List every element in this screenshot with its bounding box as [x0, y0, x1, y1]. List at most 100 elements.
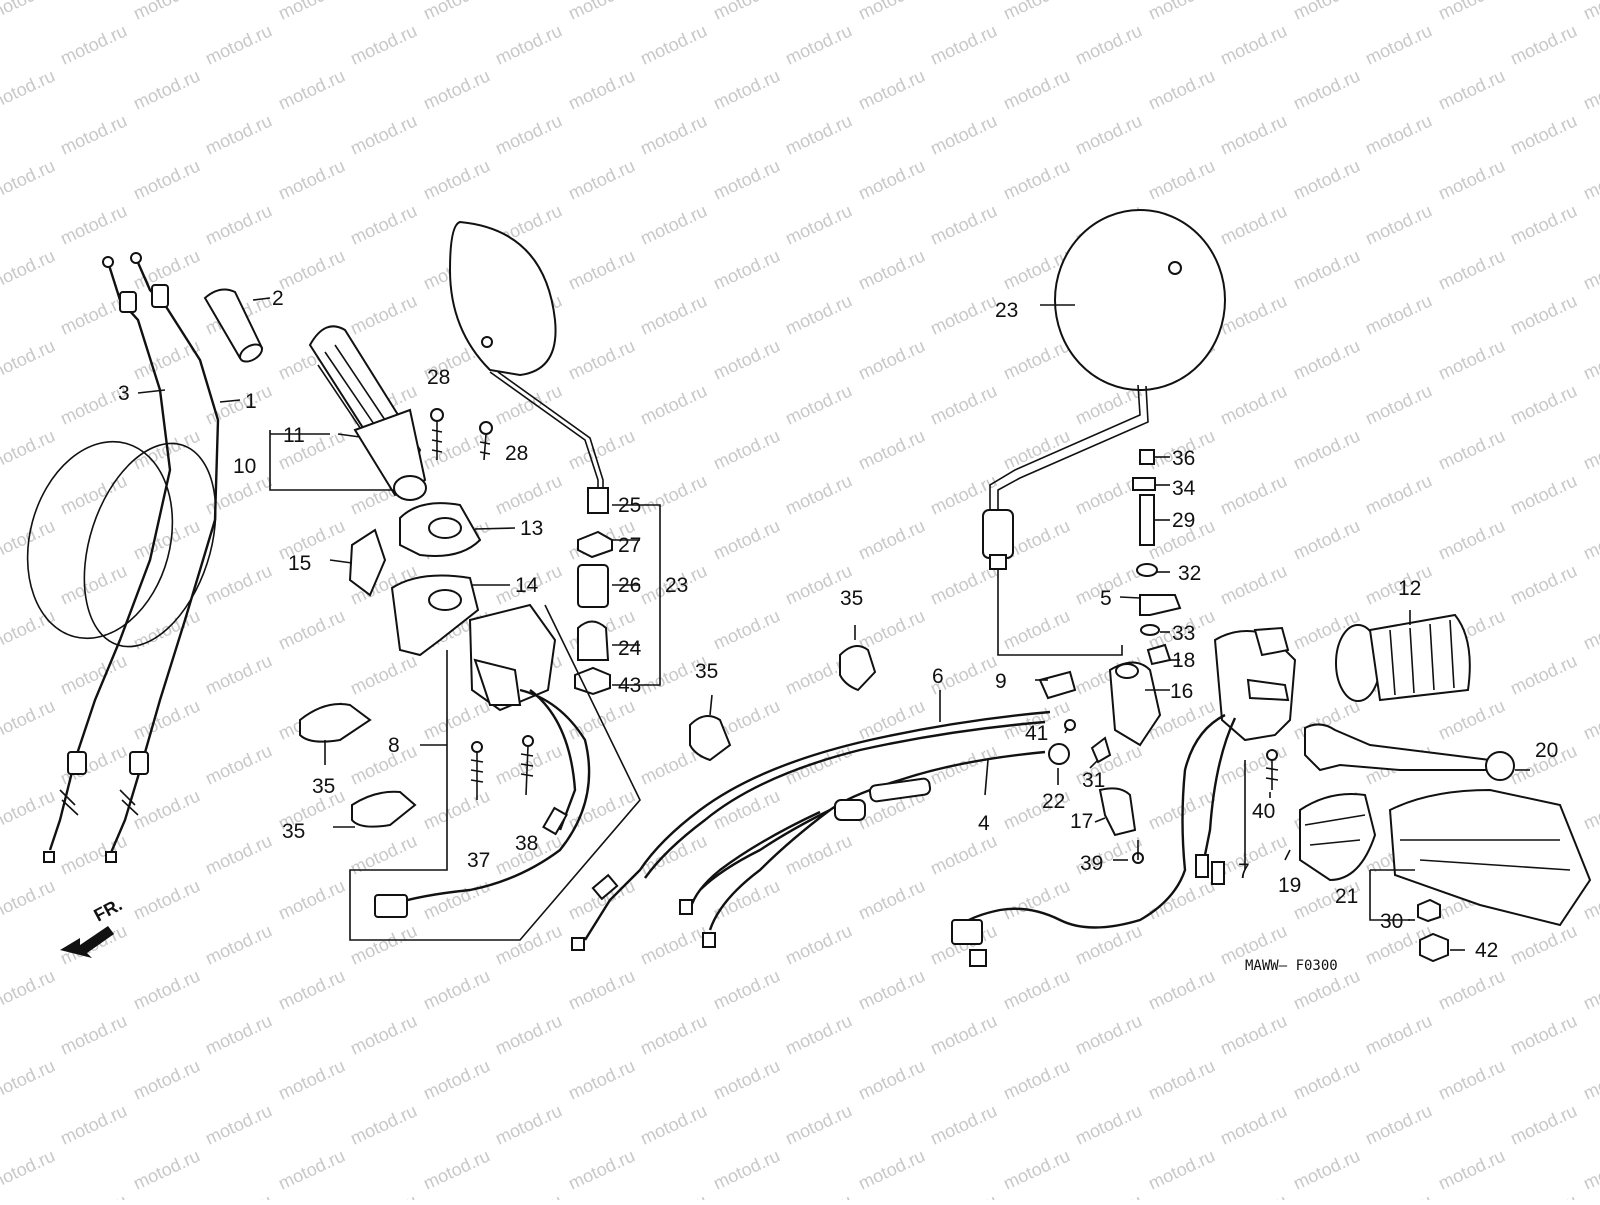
watermark-text: motod.ru — [927, 1010, 1000, 1058]
watermark-text: motod.ru — [1000, 1145, 1073, 1193]
callout-42: 42 — [1475, 939, 1498, 962]
watermark-text: motod.ru — [927, 110, 1000, 158]
watermark-text: motod.ru — [202, 1190, 275, 1200]
watermark-text: motod.ru — [202, 740, 275, 788]
cable-clamps — [299, 645, 877, 828]
screws-28 — [430, 408, 493, 461]
watermark-text: motod.ru — [420, 65, 493, 113]
right-handlebar-switch — [951, 626, 1297, 967]
watermark-text: motod.ru — [1217, 1190, 1290, 1200]
watermark-text: motod.ru — [0, 965, 58, 1013]
callout-38: 38 — [515, 832, 538, 855]
watermark-text: motod.ru — [1362, 110, 1435, 158]
watermark-text: motod.ru — [1435, 515, 1508, 563]
watermark-text: motod.ru — [1217, 380, 1290, 428]
watermark-text: motod.ru — [1507, 1010, 1580, 1058]
callout-6: 6 — [932, 665, 944, 688]
watermark-text: motod.ru — [710, 875, 783, 923]
watermark-text: motod.ru — [202, 200, 275, 248]
watermark-text: motod.ru — [1145, 155, 1218, 203]
callout-21: 21 — [1335, 885, 1358, 908]
throttle-cables — [26, 252, 220, 863]
watermark-text: motod.ru — [0, 425, 58, 473]
watermark-text: motod.ru — [1145, 965, 1218, 1013]
watermark-text: motod.ru — [1362, 20, 1435, 68]
watermark-text: motod.ru — [0, 875, 58, 923]
watermark-text: motod.ru — [1580, 155, 1600, 203]
watermark-text: motod.ru — [1507, 560, 1580, 608]
watermark-text: motod.ru — [1072, 1010, 1145, 1058]
watermark-text: motod.ru — [492, 1190, 565, 1200]
switch-screws — [470, 735, 534, 800]
watermark-text: motod.ru — [1580, 965, 1600, 1013]
watermark-text: motod.ru — [130, 875, 203, 923]
callout-18: 18 — [1172, 649, 1195, 672]
left-handlebar-switch — [374, 603, 591, 918]
watermark-text: motod.ru — [492, 380, 565, 428]
right-grip — [1335, 613, 1471, 702]
watermark-text: motod.ru — [637, 920, 710, 968]
watermark-text: motod.ru — [130, 1145, 203, 1193]
watermark-text: motod.ru — [782, 380, 855, 428]
callout-35d: 35 — [282, 820, 305, 843]
watermark-text: motod.ru — [1580, 65, 1600, 113]
callout-28a: 28 — [427, 366, 450, 389]
watermark-text: motod.ru — [1362, 470, 1435, 518]
watermark-text: motod.ru — [347, 650, 420, 698]
watermark-text: motod.ru — [420, 695, 493, 743]
watermark-text: motod.ru — [1435, 245, 1508, 293]
watermark-text: motod.ru — [1507, 650, 1580, 698]
cable-boot — [203, 288, 264, 363]
watermark-text: motod.ru — [1580, 245, 1600, 293]
watermark-text: motod.ru — [855, 0, 928, 24]
watermark-text: motod.ru — [782, 290, 855, 338]
watermark-text: motod.ru — [710, 1145, 783, 1193]
lever-bracket — [1038, 449, 1182, 864]
watermark-text: motod.ru — [1435, 1145, 1508, 1193]
watermark-text: motod.ru — [782, 1100, 855, 1148]
watermark-text: motod.ru — [202, 920, 275, 968]
watermark-text: motod.ru — [1580, 1145, 1600, 1193]
callout-35b: 35 — [695, 660, 718, 683]
watermark-text: motod.ru — [782, 1190, 855, 1200]
callout-23b: 23 — [995, 299, 1018, 322]
watermark-text: motod.ru — [1000, 875, 1073, 923]
callout-7: 7 — [1238, 860, 1250, 883]
watermark-text: motod.ru — [1507, 20, 1580, 68]
watermark-text: motod.ru — [420, 965, 493, 1013]
watermark-text: motod.ru — [130, 695, 203, 743]
watermark-text: motod.ru — [347, 1010, 420, 1058]
watermark-text: motod.ru — [1507, 110, 1580, 158]
watermark-text: motod.ru — [1290, 65, 1363, 113]
watermark-text: motod.ru — [1217, 1010, 1290, 1058]
watermark-text: motod.ru — [1362, 1190, 1435, 1200]
watermark-text: motod.ru — [0, 785, 58, 833]
watermark-text: motod.ru — [565, 1145, 638, 1193]
watermark-text: motod.ru — [1507, 290, 1580, 338]
watermark-text: motod.ru — [637, 1010, 710, 1058]
watermark-text: motod.ru — [855, 1145, 928, 1193]
watermark-text: motod.ru — [565, 1055, 638, 1103]
watermark-text: motod.ru — [57, 470, 130, 518]
watermark-text: motod.ru — [492, 470, 565, 518]
watermark-text: motod.ru — [927, 290, 1000, 338]
watermark-text: motod.ru — [927, 1190, 1000, 1200]
watermark-text: motod.ru — [1217, 290, 1290, 338]
watermark-text: motod.ru — [710, 155, 783, 203]
watermark-text: motod.ru — [565, 245, 638, 293]
watermark-text: motod.ru — [855, 425, 928, 473]
watermark-text: motod.ru — [855, 1055, 928, 1103]
callout-2: 2 — [272, 287, 284, 310]
leader-lines — [137, 297, 1530, 951]
watermark-text: motod.ru — [710, 1055, 783, 1103]
watermark-text: motod.ru — [855, 875, 928, 923]
watermark-text: motod.ru — [855, 245, 928, 293]
watermark-text: motod.ru — [347, 740, 420, 788]
watermark-text: motod.ru — [1435, 65, 1508, 113]
watermark-text: motod.ru — [927, 20, 1000, 68]
watermark-text: motod.ru — [1000, 605, 1073, 653]
callout-29: 29 — [1172, 509, 1195, 532]
watermark-text: motod.ru — [57, 1010, 130, 1058]
watermark-text: motod.ru — [1435, 335, 1508, 383]
